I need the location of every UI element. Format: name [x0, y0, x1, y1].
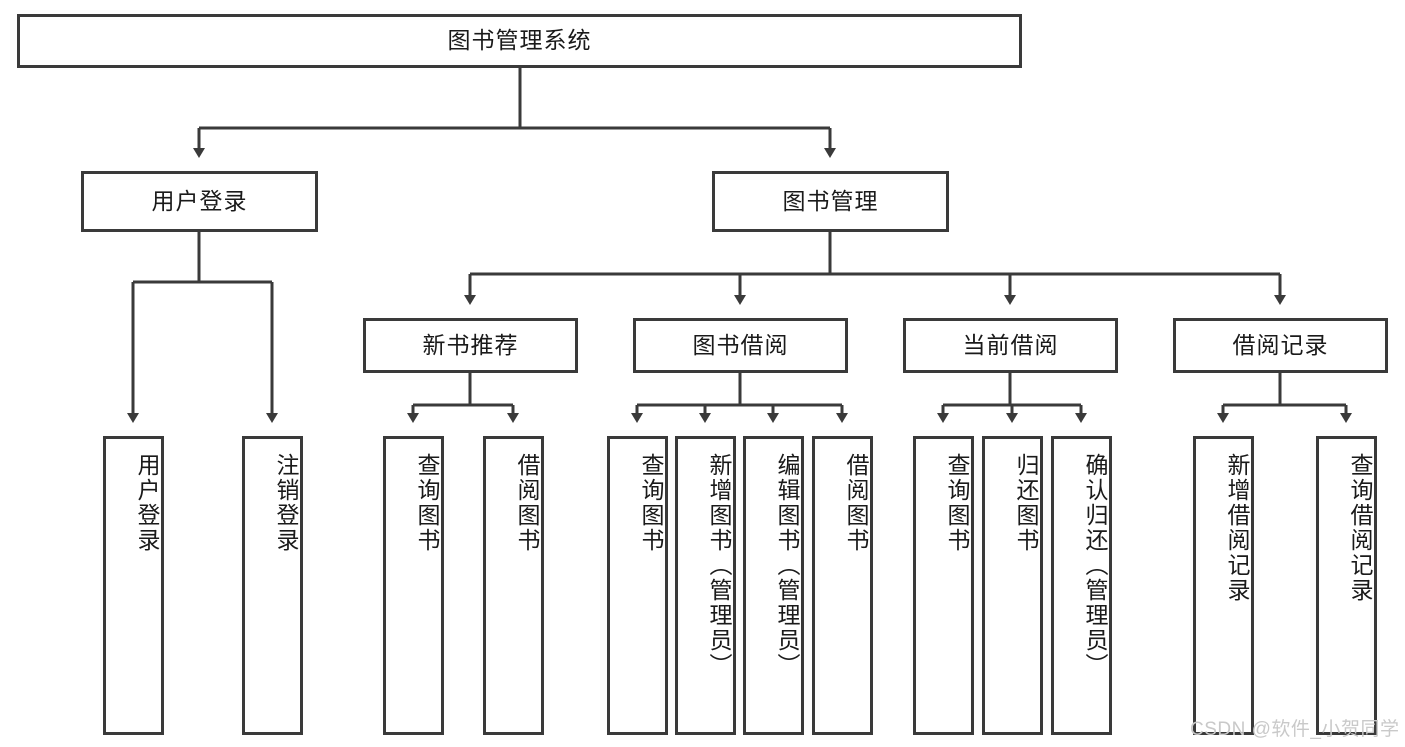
node-label: 查询图书 [414, 453, 440, 553]
leaf-borrow-record-add[interactable]: 新增借阅记录 [1193, 436, 1254, 735]
node-label: 查询借阅记录 [1347, 453, 1373, 603]
leaf-book-borrow-add[interactable]: 新增图书（管理员） [675, 436, 736, 735]
node-new-book-recommend[interactable]: 新书推荐 [363, 318, 578, 373]
leaf-borrow-record-query[interactable]: 查询借阅记录 [1316, 436, 1377, 735]
node-current-borrow[interactable]: 当前借阅 [903, 318, 1118, 373]
leaf-user-login-signout[interactable]: 注销登录 [242, 436, 303, 735]
node-label: 图书管理 [782, 187, 879, 214]
node-user-login[interactable]: 用户登录 [81, 171, 318, 232]
node-label: 编辑图书（管理员） [774, 453, 800, 678]
leaf-book-borrow-edit[interactable]: 编辑图书（管理员） [743, 436, 804, 735]
node-book-borrow[interactable]: 图书借阅 [633, 318, 848, 373]
node-label: 当前借阅 [962, 331, 1059, 358]
leaf-new-book-query[interactable]: 查询图书 [383, 436, 444, 735]
node-label: 用户登录 [151, 187, 248, 214]
node-label: 确认归还（管理员） [1082, 453, 1108, 678]
leaf-user-login-signin[interactable]: 用户登录 [103, 436, 164, 735]
node-label: 新增图书（管理员） [706, 453, 732, 678]
node-label: 借阅记录 [1232, 331, 1329, 358]
node-book-management[interactable]: 图书管理 [712, 171, 949, 232]
node-label: 图书借阅 [692, 331, 789, 358]
leaf-book-borrow-query[interactable]: 查询图书 [607, 436, 668, 735]
node-label: 归还图书 [1013, 453, 1039, 553]
leaf-current-borrow-return[interactable]: 归还图书 [982, 436, 1043, 735]
leaf-new-book-borrow[interactable]: 借阅图书 [483, 436, 544, 735]
node-label: 新增借阅记录 [1224, 453, 1250, 603]
node-label: 借阅图书 [514, 453, 540, 553]
leaf-current-borrow-query[interactable]: 查询图书 [913, 436, 974, 735]
node-borrow-record[interactable]: 借阅记录 [1173, 318, 1388, 373]
node-label: 查询图书 [944, 453, 970, 553]
node-root-library-system[interactable]: 图书管理系统 [17, 14, 1022, 68]
node-label: 查询图书 [638, 453, 664, 553]
leaf-book-borrow-lend[interactable]: 借阅图书 [812, 436, 873, 735]
node-label: 用户登录 [134, 453, 160, 553]
node-label: 借阅图书 [843, 453, 869, 553]
node-label: 注销登录 [273, 453, 299, 553]
leaf-current-borrow-confirm-return[interactable]: 确认归还（管理员） [1051, 436, 1112, 735]
node-label: 新书推荐 [422, 331, 519, 358]
csdn-watermark: CSDN @软件_小贺同学 [1190, 719, 1400, 740]
node-label: 图书管理系统 [447, 27, 592, 54]
